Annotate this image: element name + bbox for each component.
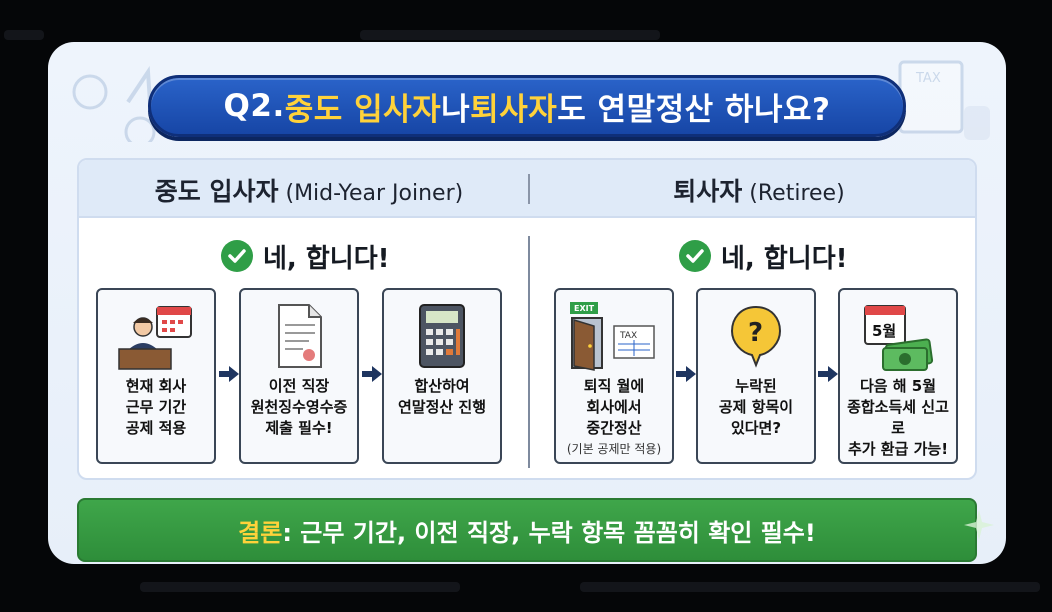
tax-document-icon: TAX [898, 60, 990, 140]
right-answer-text: 네, 합니다! [721, 243, 848, 274]
right-answer: 네, 합니다! [679, 236, 847, 276]
left-step-2: 이전 직장 원천징수영수증 제출 필수! [239, 288, 359, 464]
title-highlight-retiree: 퇴사자 [470, 91, 558, 128]
left-heading-sub: (Mid-Year Joiner) [278, 181, 464, 206]
question-bubble-icon: ? [730, 305, 782, 368]
conclusion-text: : 근무 기간, 이전 직장, 누락 항목 꼼꼼히 확인 필수! [282, 518, 816, 547]
blurred-text [580, 582, 1040, 592]
calendar-label: 5월 [872, 322, 896, 340]
calculator-icon [419, 304, 465, 368]
step-text: 현재 회사 근무 기간 공제 적용 [125, 377, 187, 437]
tax-label: TAX [915, 71, 941, 86]
svg-text:?: ? [748, 318, 763, 348]
exit-label: EXIT [574, 304, 595, 313]
exit-door-tax-icon: EXIT TAX [570, 302, 655, 371]
left-answer-text: 네, 합니다! [263, 243, 390, 274]
conclusion-banner: 결론: 근무 기간, 이전 직장, 누락 항목 꼼꼼히 확인 필수! [77, 498, 977, 562]
right-step-3: 5월 다음 해 5월 종합소득세 신고로 추가 환급 가능! [838, 288, 958, 464]
header-divider [528, 174, 530, 204]
arrow-right-icon [219, 366, 239, 382]
panel-header: 중도 입사자 (Mid-Year Joiner) 퇴사자 (Retiree) [79, 160, 975, 218]
comparison-panel: 중도 입사자 (Mid-Year Joiner) 퇴사자 (Retiree) 네… [77, 158, 977, 480]
title-mid: 나 [441, 91, 471, 128]
right-step-1: EXIT TAX 퇴직 월에 회사에서 중간정산 (기본 공제만 적용) [554, 288, 674, 464]
calendar-money-icon: 5월 [864, 305, 934, 371]
arrow-right-icon [818, 366, 838, 382]
infographic-card: TAX Q2. 중도 입사자 나 퇴사자 도 연말정산 하나요? 중도 입사자 … [48, 42, 1006, 564]
right-heading-sub: (Retiree) [742, 181, 845, 206]
sparkle-icon [964, 510, 994, 540]
office-worker-calendar-icon [118, 306, 192, 370]
step-text: 다음 해 5월 종합소득세 신고로 추가 환급 가능! [847, 377, 949, 458]
right-step-2: ? 누락된 공제 항목이 있다면? [696, 288, 816, 464]
document-icon [278, 304, 322, 368]
conclusion-label: 결론 [238, 518, 283, 547]
blurred-text [360, 30, 660, 40]
title-prefix: Q2. [223, 88, 285, 124]
step-text: 이전 직장 원천징수영수증 제출 필수! [250, 377, 348, 437]
arrow-right-icon [676, 366, 696, 382]
arrow-right-icon [362, 366, 382, 382]
blurred-text [4, 30, 44, 40]
title-suffix: 도 연말정산 하나요? [557, 91, 831, 128]
title-highlight-joiner: 중도 입사자 [284, 91, 442, 128]
step-note: (기본 공제만 적용) [566, 442, 662, 456]
step-text: 퇴직 월에 회사에서 중간정산 [583, 377, 645, 437]
coin-arrow-icon [72, 65, 156, 142]
check-icon [679, 240, 711, 272]
left-heading-main: 중도 입사자 [154, 177, 279, 206]
right-heading-main: 퇴사자 [673, 177, 743, 206]
right-heading: 퇴사자 (Retiree) [559, 172, 959, 208]
left-step-3: 합산하여 연말정산 진행 [382, 288, 502, 464]
step-text: 합산하여 연말정산 진행 [397, 377, 487, 416]
left-answer: 네, 합니다! [221, 236, 389, 276]
left-heading: 중도 입사자 (Mid-Year Joiner) [119, 172, 499, 208]
step-text: 누락된 공제 항목이 있다면? [718, 377, 794, 437]
column-divider [528, 236, 530, 468]
left-step-1: 현재 회사 근무 기간 공제 적용 [96, 288, 216, 464]
blurred-text [140, 582, 460, 592]
page-title: Q2. 중도 입사자 나 퇴사자 도 연말정산 하나요? [148, 75, 906, 137]
check-icon [221, 240, 253, 272]
tax-label: TAX [619, 331, 637, 341]
